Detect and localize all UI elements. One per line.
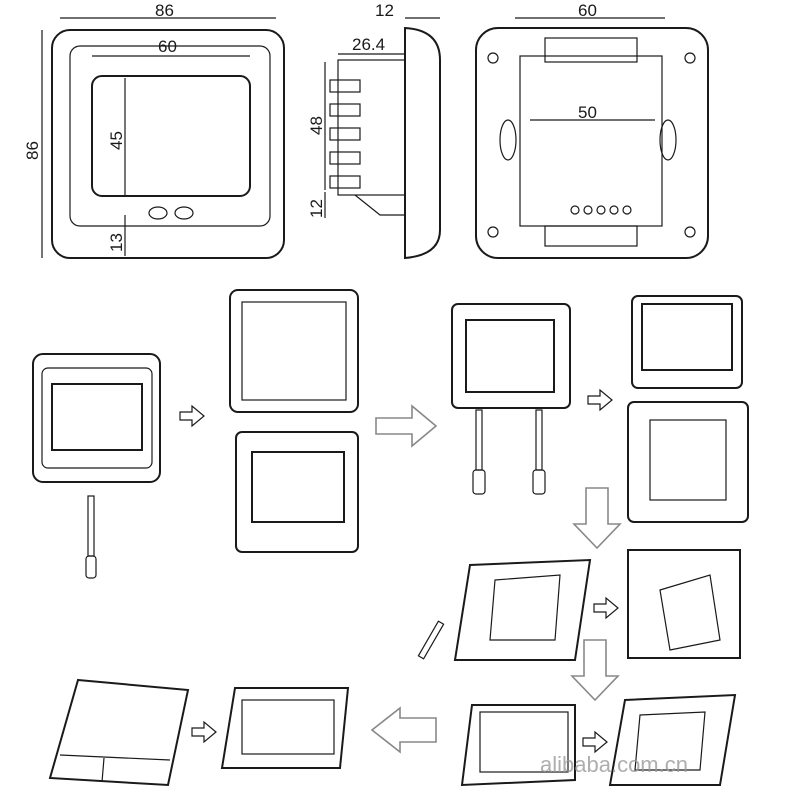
arrow-icon bbox=[570, 639, 620, 702]
step-5-mount-to-wall-box bbox=[417, 558, 592, 661]
step-7-attach-front bbox=[460, 704, 576, 787]
wall-box-detail bbox=[627, 549, 741, 659]
hole-spacing-label: 60 bbox=[578, 1, 597, 20]
back-view: 60 50 bbox=[475, 1, 709, 259]
arrow-icon bbox=[587, 388, 613, 412]
body-depth-label: 26.4 bbox=[352, 35, 385, 54]
front-view: 86 60 45 86 13 bbox=[23, 1, 285, 259]
step-8-snap-on bbox=[220, 687, 350, 769]
screen-width-label: 60 bbox=[158, 37, 177, 56]
screen-height-label: 45 bbox=[107, 131, 126, 150]
bottom-offset-label: 12 bbox=[307, 199, 326, 218]
step-4-front-and-back-plate bbox=[627, 295, 749, 523]
side-depth-label: 12 bbox=[375, 1, 394, 20]
arrow-icon bbox=[572, 487, 622, 550]
arrow-icon bbox=[582, 730, 608, 754]
module-width-label: 50 bbox=[578, 103, 597, 122]
body-height-label: 48 bbox=[307, 116, 326, 135]
arrow-icon bbox=[593, 596, 619, 620]
side-view: 12 26.4 48 12 bbox=[307, 1, 441, 260]
step-9-finished-unit bbox=[48, 678, 190, 787]
arrow-icon bbox=[179, 404, 205, 428]
step-6-mounted-base bbox=[608, 693, 737, 786]
step-2-separate-front-and-base bbox=[229, 289, 359, 553]
front-height-label: 86 bbox=[23, 141, 42, 160]
front-width-label: 86 bbox=[155, 1, 174, 20]
arrow-icon bbox=[370, 706, 437, 754]
bottom-margin-label: 13 bbox=[107, 233, 126, 252]
step-1-assembled-unit bbox=[32, 353, 161, 579]
arrow-icon bbox=[191, 720, 217, 744]
watermark: alibaba.com.cn bbox=[540, 752, 688, 777]
arrow-icon bbox=[375, 404, 438, 448]
step-3-unscrew-base bbox=[451, 303, 571, 495]
